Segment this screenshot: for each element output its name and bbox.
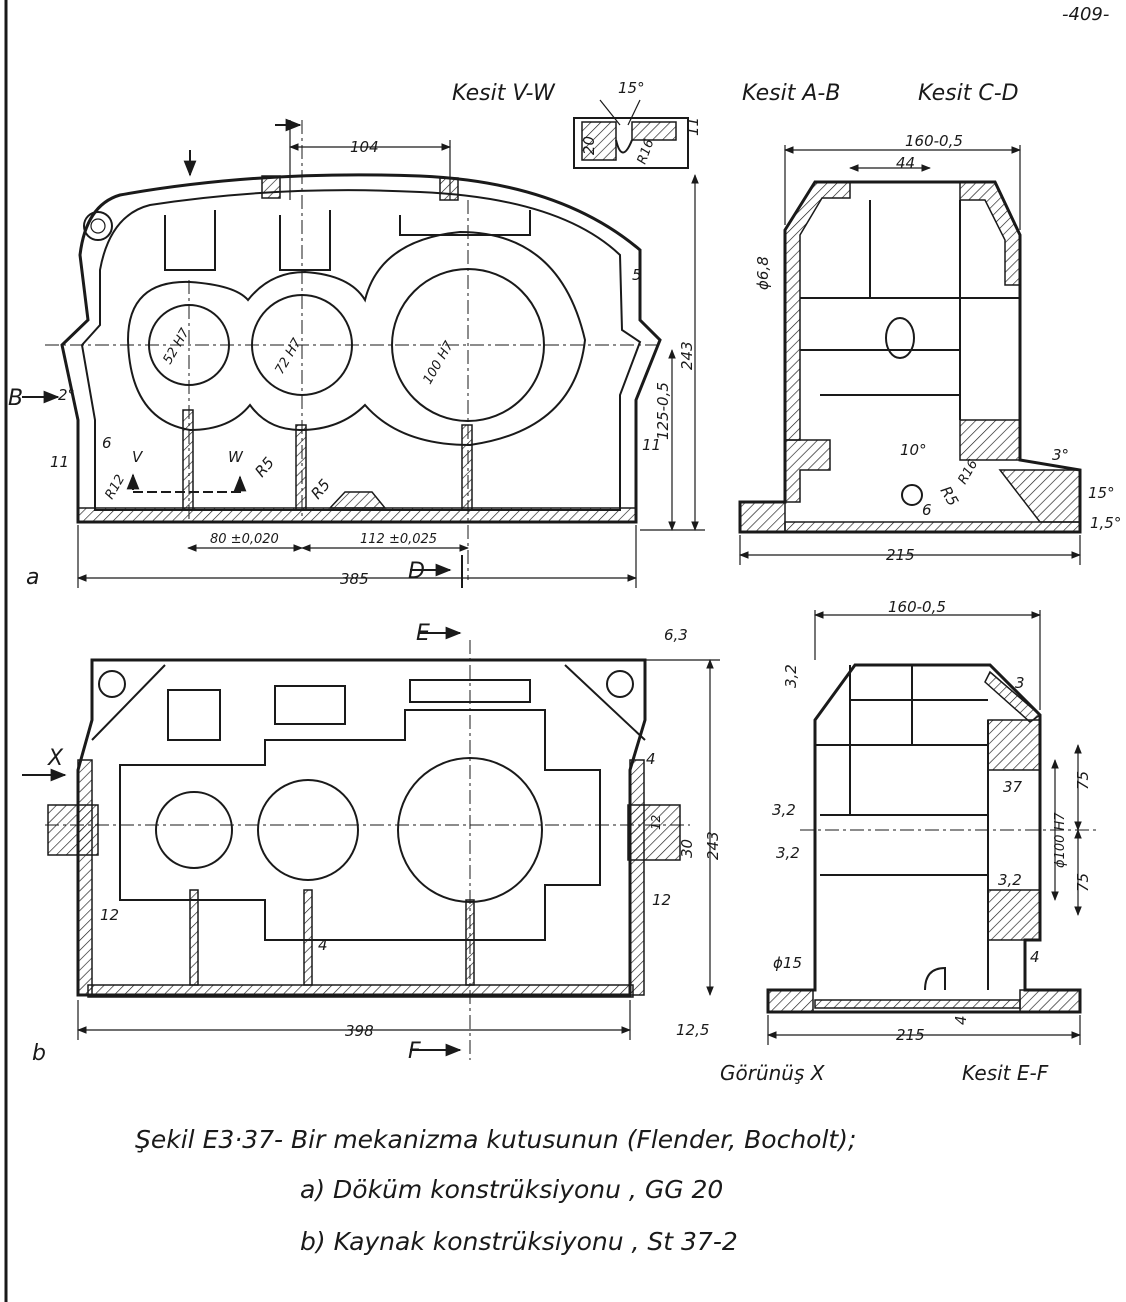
caption-title: Şekil E3·37- Bir mekanizma kutusunun (Fl…: [135, 1125, 856, 1154]
dim-ef-160: 160-0,5: [888, 598, 946, 616]
dim-a-r5-first: R5: [251, 454, 278, 481]
dim-ef-3-2-b: 3,2: [776, 844, 800, 862]
dim-ab-15deg: 15°: [1088, 484, 1115, 502]
dim-a-125: 125-0,5: [654, 382, 672, 440]
dim-b-243: 243: [704, 831, 722, 860]
dim-vw-11: 11: [684, 117, 702, 136]
dim-b-398: 398: [345, 1022, 374, 1040]
dim-a-5: 5: [632, 266, 642, 284]
title-kesit-ab: Kesit A-B: [742, 81, 840, 106]
dim-ab-215: 215: [886, 546, 915, 564]
dim-ab-r5: R5: [937, 483, 963, 509]
dim-b-4: 4: [646, 750, 656, 768]
dim-b-4-rib: 4: [318, 936, 328, 954]
view-ab-cd-section: Kesit A-B Kesit C-D 160-0,5 44 ϕ6,8 10° …: [738, 81, 1121, 565]
detail-section-vw: Kesit V-W 15° 20 11 R16: [452, 79, 702, 169]
dim-vw-20: 20: [580, 136, 598, 155]
dim-a-104: 104: [350, 138, 379, 156]
panel-label-b: b: [32, 1041, 46, 1066]
dim-vw-r16: R16: [635, 137, 658, 166]
dim-ab-phi68: ϕ6,8: [754, 256, 772, 290]
dim-a-11-left: 11: [50, 453, 69, 471]
dim-b-12-right: 12: [652, 891, 671, 909]
title-kesit-vw: Kesit V-W: [452, 81, 556, 106]
dim-a-80: 80 ±0,020: [210, 532, 279, 547]
caption-line-b: b) Kaynak konstrüksiyonu , St 37-2: [300, 1227, 738, 1256]
dim-ef-37: 37: [1003, 778, 1023, 796]
caption-line-a: a) Döküm konstrüksiyonu , GG 20: [300, 1175, 723, 1204]
dim-ef-75-top: 75: [1074, 771, 1092, 790]
title-kesit-cd: Kesit C-D: [918, 81, 1019, 106]
dim-a-72h7: 72 H7: [272, 335, 305, 377]
marker-d: D: [408, 559, 425, 584]
dim-b-12-mid: 12: [649, 815, 663, 830]
dim-b-12-left: 12: [100, 906, 119, 924]
dim-a-52h7: 52 H7: [160, 325, 193, 367]
dim-ef-215: 215: [896, 1026, 925, 1044]
dim-ab-160: 160-0,5: [905, 132, 963, 150]
dim-ef-4-bottom: 4: [952, 1015, 970, 1025]
dim-ef-3: 3: [1015, 674, 1025, 692]
dim-b-12-5: 12,5: [676, 1021, 709, 1039]
dim-ef-3-2-a: 3,2: [772, 801, 796, 819]
title-gorunus-x: Görünüş X: [720, 1061, 826, 1085]
dim-a-6: 6: [102, 434, 112, 452]
dim-ab-3deg: 3°: [1052, 446, 1069, 464]
panel-label-a: a: [26, 565, 39, 590]
dim-ab-1-5deg: 1,5°: [1090, 514, 1121, 532]
dim-ef-3-2-top: 3,2: [782, 664, 800, 688]
marker-v: V: [132, 448, 144, 466]
dim-vw-15deg: 15°: [618, 79, 645, 97]
dim-ef-3-2-c: 3,2: [998, 871, 1022, 889]
dim-b-6-3: 6,3: [664, 626, 688, 644]
dim-a-385: 385: [340, 570, 369, 588]
marker-b: B: [8, 386, 23, 411]
view-a-cast-housing: 104 243 125-0,5 5 11 2° 6 11 R12 R5 R5 8…: [8, 118, 705, 588]
marker-x: X: [47, 746, 64, 771]
dim-a-11-right: 11: [642, 436, 661, 454]
marker-f: F: [408, 1039, 421, 1064]
dim-a-2deg: 2°: [58, 386, 75, 404]
dim-ef-phi15: ϕ15: [773, 954, 802, 972]
title-kesit-ef: Kesit E-F: [962, 1061, 1049, 1085]
dim-ef-75-bottom: 75: [1074, 873, 1092, 892]
dim-ab-44: 44: [896, 154, 915, 172]
view-b-welded-housing: 6,3 243 4 30 12 12 12 4 398 12,5 E X F: [22, 621, 722, 1064]
marker-w: W: [228, 448, 244, 466]
dim-a-243: 243: [678, 341, 696, 370]
dim-ab-10deg: 10°: [900, 441, 927, 459]
dim-ef-phi100: ϕ100 H7: [1053, 812, 1068, 868]
page-number: -409-: [1062, 4, 1109, 25]
dim-ef-4-right: 4: [1030, 948, 1040, 966]
marker-e: E: [416, 621, 430, 646]
dim-a-r12: R12: [102, 472, 128, 502]
dim-ab-r16: R16: [955, 457, 981, 487]
dim-a-112: 112 ±0,025: [360, 532, 437, 547]
dim-b-30: 30: [678, 839, 696, 858]
dim-ab-6: 6: [922, 501, 932, 519]
dim-a-r5-second: R5: [307, 476, 334, 503]
view-x-ef-section: 160-0,5 3,2 3 37 75 ϕ100 H7 75 3,2 3,2 3…: [720, 598, 1100, 1085]
